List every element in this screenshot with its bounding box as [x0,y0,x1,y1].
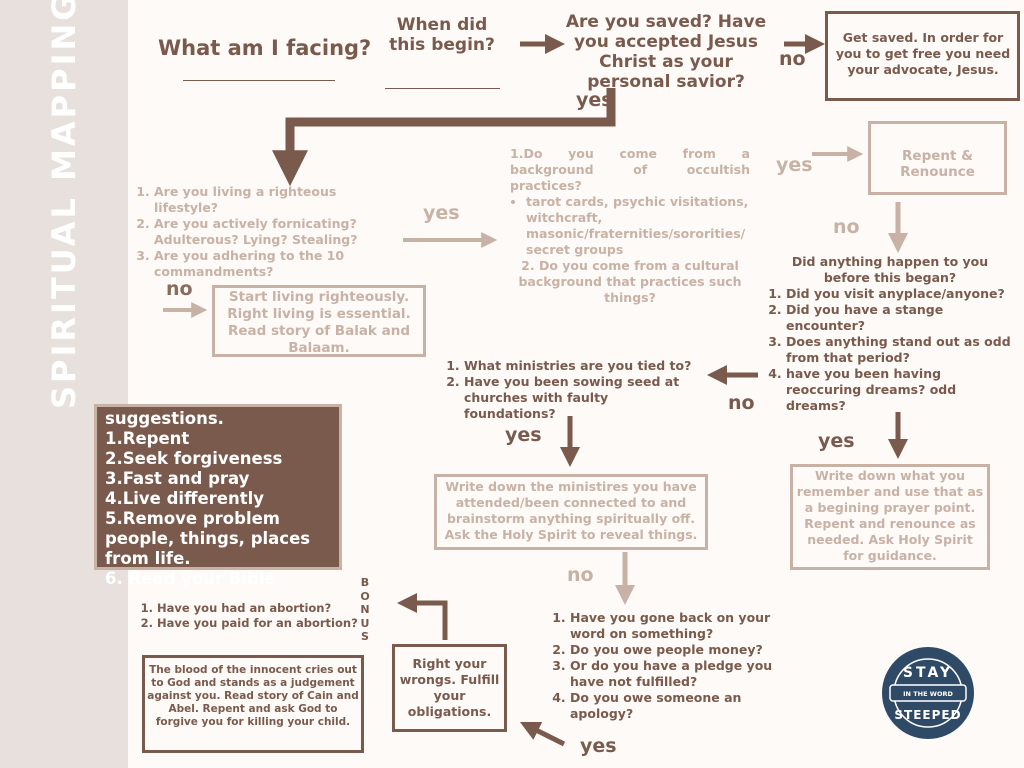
label-no-occult: no [833,216,860,238]
suggestions-title: suggestions. [105,409,224,428]
repent-box: Repent & Renounce [868,121,1007,195]
suggestion-1: 1.Repent [105,429,190,448]
bonus-advice-box: The blood of the innocent cries out to G… [142,655,364,753]
occult-q2: 2. Do you come from a cultural backgroun… [518,258,742,305]
righteous-advice-box: Start living righteously. Right living i… [212,285,426,357]
suggestion-4: 4.Live differently [105,489,265,508]
repent-text: Repent & Renounce [900,148,975,180]
happen-title: Did anything happen to you before this b… [791,254,989,285]
suggestions-box: suggestions. 1.Repent 2.Seek forgiveness… [94,404,342,588]
stay-steeped-logo: STAY IN THE WORD STEEPED [882,647,974,739]
label-yes-occult: yes [776,154,813,176]
suggestion-3: 3.Fast and pray [105,469,250,488]
arrow-yes-to-righteous [272,88,616,187]
word-q2: Do you owe people money? [570,642,787,658]
label-no-ministries: no [567,564,594,586]
answer-line-facing [183,80,335,81]
label-no-saved: no [779,48,806,70]
right-wrongs-text: Right your wrongs. Fulfill your obligati… [399,656,500,719]
label-yes-ministries: yes [505,424,542,446]
suggestion-2: 2.Seek forgiveness [105,449,283,468]
logo-middle-text: IN THE WORD [903,690,953,698]
ministries-advice-text: Write down the ministires you have atten… [444,479,698,542]
question-when-begin: When did this begin? [389,15,495,55]
happen-questions: Did you visit anyplace/anyone? Did you h… [768,286,1016,414]
logo-top-text: STAY [903,665,953,681]
occult-bullet: tarot cards, psychic visitations, witchc… [526,194,750,258]
righteous-advice-text: Start living righteously. Right living i… [227,289,411,356]
suggestion-6: 6. Read your Bible [105,569,276,588]
word-q1: Have you gone back on your word on somet… [570,610,787,642]
logo-bottom-text: STEEPED [894,708,961,722]
bonus-q2: Have you paid for an abortion? [157,616,361,631]
label-no-righteous: no [166,278,193,300]
question-saved: Are you saved? Have you accepted Jesus C… [565,12,767,92]
arrow-to-bonus [397,593,448,640]
ministries-q1: What ministries are you tied to? [464,358,701,374]
bonus-label: BONUS [360,576,370,643]
word-questions: Have you gone back on your word on somet… [552,610,787,722]
ministries-advice-box: Write down the ministires you have atten… [434,474,708,550]
label-yes-happen: yes [818,430,855,452]
sidebar [0,0,128,768]
bonus-q1: Have you had an abortion? [157,601,361,616]
bonus-advice-text: The blood of the innocent cries out to G… [147,664,359,728]
question-what-facing: What am I facing? [158,36,372,60]
righteous-q3: Are you adhering to the 10 commandments? [154,248,386,280]
word-q4: Do you owe someone an apology? [570,690,787,722]
arrow-yes-to-right-wrongs [519,721,566,747]
answer-line-begin [385,88,500,89]
label-yes-righteous: yes [423,202,460,224]
label-yes-saved: yes [576,89,613,111]
word-q3: Or do you have a pledge you have not ful… [570,658,787,690]
get-saved-box: Get saved. In order for you to get free … [825,11,1020,101]
happen-q1: Did you visit anyplace/anyone? [786,286,1016,302]
righteous-q1: Are you living a righteous lifestyle? [154,184,386,216]
happen-q4: have you been having reoccuring dreams? … [786,366,1016,414]
dreams-advice-text: Write down what you remember and use tha… [796,468,984,563]
righteous-q2: Are you actively fornicating? Adulterous… [154,216,386,248]
bonus-questions: Have you had an abortion? Have you paid … [139,601,361,631]
label-yes-word: yes [580,735,617,757]
happen-q2: Did you have a stange encounter? [786,302,1016,334]
suggestions-list: suggestions. 1.Repent 2.Seek forgiveness… [105,409,341,589]
right-wrongs-box: Right your wrongs. Fulfill your obligati… [392,644,507,732]
occult-questions: 1.Do you come from a background of occul… [510,146,750,306]
ministries-q2: Have you been sowing seed at churches wi… [464,374,701,422]
occult-q1: 1.Do you come from a background of occul… [510,146,750,193]
get-saved-text: Get saved. In order for you to get free … [835,30,1011,77]
suggestion-5: 5.Remove problem people, things, places … [105,509,311,568]
happen-q3: Does anything stand out as odd from that… [786,334,1016,366]
righteous-questions: Are you living a righteous lifestyle? Ar… [136,184,386,280]
ministries-questions: What ministries are you tied to? Have yo… [446,358,701,422]
dreams-advice-box: Write down what you remember and use tha… [790,464,990,570]
label-no-happen: no [728,392,755,414]
